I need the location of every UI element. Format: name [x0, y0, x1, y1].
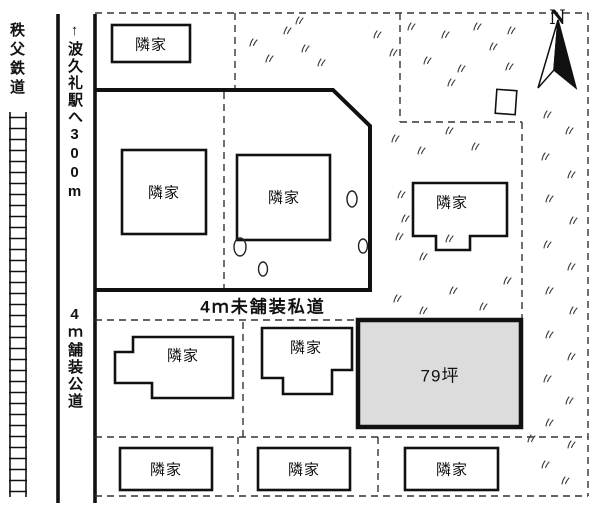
house-label-east: 隣家: [435, 194, 469, 212]
house-label-top: 隣家: [134, 36, 168, 54]
house-label-inner-west: 隣家: [147, 184, 181, 202]
plot-79-shape: [355, 317, 524, 430]
house-label-bottom-center: 隣家: [287, 461, 321, 479]
house-label-mid-west: 隣家: [166, 347, 200, 365]
inner-compound-outline: [95, 88, 372, 292]
private-road-label: 4ｍ未舗装私道: [200, 297, 326, 317]
railway-track-icon: [9, 112, 27, 497]
compass-needle-icon: [537, 19, 578, 91]
house-bottom-center-shape: [256, 446, 352, 492]
public-road-label: 4ｍ舗装公道: [66, 306, 83, 410]
house-bottom-west-shape: [118, 446, 214, 492]
house-label-bottom-west: 隣家: [149, 461, 183, 479]
house-east-shape: [411, 181, 509, 252]
house-inner-east-shape: [235, 153, 332, 242]
house-bottom-east-shape: [403, 446, 500, 492]
house-shapes: [110, 23, 509, 492]
house-mid-west-shape: [113, 335, 235, 400]
house-label-inner-east: 隣家: [267, 189, 301, 207]
plot-79-label: 79坪: [420, 366, 460, 386]
tree-ovals: [233, 190, 369, 277]
railway-label: 秩父鉄道: [8, 22, 25, 98]
house-inner-west-shape: [120, 148, 208, 236]
house-label-mid-center: 隣家: [289, 339, 323, 357]
shed-box: [494, 88, 518, 116]
station-distance-note: ↑波久礼駅へ300m: [66, 22, 83, 202]
compass-label: N: [549, 4, 567, 29]
house-label-bottom-east: 隣家: [435, 461, 469, 479]
house-top-shape: [110, 23, 192, 64]
house-mid-center-shape: [260, 326, 354, 396]
parcel-boundary-dashed-lines: [95, 12, 589, 497]
public-road-lines: [56, 14, 97, 503]
